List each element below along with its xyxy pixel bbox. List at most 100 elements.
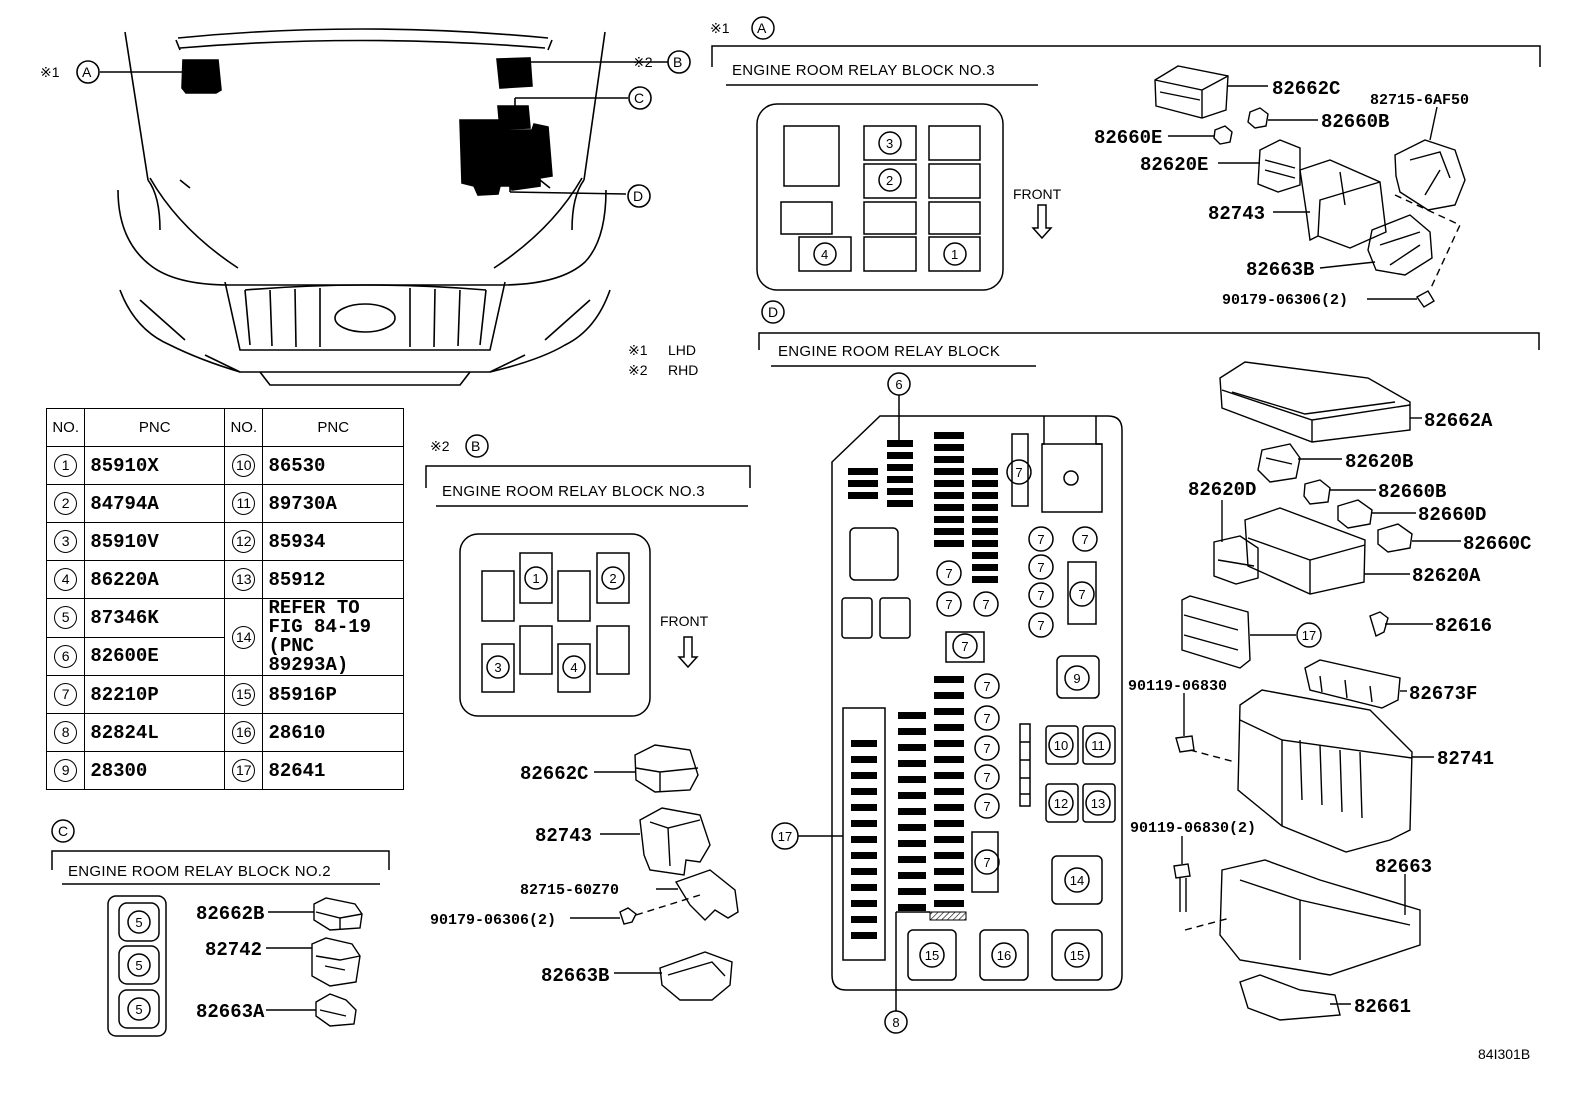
label-17-block: 17	[778, 829, 792, 844]
part-82660b-a: 82660B	[1321, 111, 1389, 133]
relay-pos-1-a: 1	[951, 247, 958, 262]
section-d-parts-illustration	[1173, 361, 1421, 1021]
section-a-title: ENGINE ROOM RELAY BLOCK NO.3	[732, 62, 995, 79]
label-7: 7	[1081, 532, 1088, 547]
pnc-value: 87346K	[84, 598, 226, 638]
relay-pos-5-c: 5	[135, 915, 142, 930]
part-82715-6af50: 82715-6AF50	[1370, 92, 1469, 109]
legend-rhd-mark: ※2	[628, 362, 648, 378]
label-12: 12	[1054, 796, 1068, 811]
pnc-value: 82210P	[84, 675, 226, 714]
label-7: 7	[983, 679, 990, 694]
callout-a-car-label: A	[82, 64, 92, 80]
table-header-no: NO.	[45, 408, 86, 447]
label-7: 7	[982, 597, 989, 612]
row-number: 2	[54, 492, 78, 515]
row-number: 17	[232, 759, 256, 782]
pnc-value: 84794A	[84, 484, 226, 523]
row-number: 16	[232, 721, 256, 744]
relay-pos-1-b: 1	[532, 571, 539, 586]
fuse-array	[848, 432, 998, 939]
reference-line-2: FIG 84-19	[268, 616, 372, 638]
label-7: 7	[983, 799, 990, 814]
part-82743-b: 82743	[535, 825, 592, 847]
table-header-row: NO. PNC NO. PNC	[45, 408, 404, 447]
row-number: 12	[232, 530, 256, 553]
pnc-value: 82824L	[84, 713, 226, 752]
table-row: 3 85910V 12 85934	[45, 522, 404, 561]
part-82660c: 82660C	[1463, 533, 1531, 555]
table-header-no: NO.	[224, 408, 264, 447]
table-row: 5 87346K 14 REFER TO FIG 84-19 (PNC 8929…	[45, 597, 404, 676]
row-number: 8	[54, 721, 78, 744]
reference-line-3: (PNC 89293A)	[268, 635, 349, 676]
relay-pos-5-c: 5	[135, 958, 142, 973]
pnc-value: 89730A	[262, 484, 404, 523]
relay-pos-3-b: 3	[494, 660, 501, 675]
table-row: 9 28300 17 82641	[45, 751, 404, 790]
legend-rhd-label: RHD	[668, 362, 698, 378]
part-82662c-a: 82662C	[1272, 78, 1340, 100]
callout-b-car-label: B	[673, 54, 682, 70]
part-82741: 82741	[1437, 748, 1494, 770]
label-7: 7	[1037, 588, 1044, 603]
legend-lhd-mark: ※1	[628, 342, 648, 358]
pnc-value: 82641	[262, 751, 404, 790]
label-10: 10	[1054, 738, 1068, 753]
part-82715-60z70: 82715-60Z70	[520, 882, 619, 899]
section-b-front-label: FRONT	[660, 613, 709, 629]
section-d-callout: D	[768, 304, 778, 320]
relay-block-b-location	[496, 57, 533, 89]
part-82660d: 82660D	[1418, 504, 1486, 526]
row-number: 10	[232, 454, 256, 477]
callout-c-car	[628, 86, 652, 110]
part-82663a: 82663A	[196, 1001, 265, 1023]
part-82662c-b: 82662C	[520, 763, 588, 785]
pnc-value: 82600E	[84, 636, 226, 676]
section-a-mark: ※1	[710, 20, 730, 36]
part-82660b-d: 82660B	[1378, 481, 1446, 503]
part-82663b-a: 82663B	[1246, 259, 1314, 281]
label-15: 15	[1070, 948, 1084, 963]
section-b-parts-illustration	[619, 744, 739, 1001]
label-9: 9	[1073, 671, 1080, 686]
pnc-table: NO. PNC NO. PNC 1 85910X 10 86530 2 8479…	[45, 408, 404, 790]
callout-d-car-label: D	[633, 188, 643, 204]
section-b-mark: ※2	[430, 438, 450, 454]
relay-pos-2-b: 2	[609, 571, 616, 586]
label-8: 8	[892, 1015, 899, 1030]
relay-block-d-location	[459, 119, 553, 196]
part-82620e: 82620E	[1140, 154, 1208, 176]
row-number: 4	[54, 568, 78, 591]
row-number: 13	[232, 568, 256, 591]
legend-lhd-label: LHD	[668, 342, 696, 358]
section-a-callout: A	[757, 20, 767, 36]
section-a-parts-illustration	[1154, 65, 1466, 308]
part-90119-06830: 90119-06830	[1128, 678, 1227, 695]
callout-d-car	[627, 184, 651, 208]
part-82661: 82661	[1354, 996, 1411, 1018]
part-90119-06830-2: 90119-06830(2)	[1130, 820, 1256, 837]
part-82620b: 82620B	[1345, 451, 1413, 473]
reference-line-1: REFER TO	[268, 597, 360, 619]
label-7: 7	[983, 770, 990, 785]
section-c-parts-illustration	[311, 897, 363, 1027]
label-16: 16	[997, 948, 1011, 963]
part-90179-06306-b: 90179-06306(2)	[430, 912, 556, 929]
label-15: 15	[925, 948, 939, 963]
vehicle-engine-bay-illustration	[117, 28, 611, 386]
table-row: 8 82824L 16 28610	[45, 713, 404, 752]
row-number: 11	[232, 492, 256, 515]
part-82663b-b: 82663B	[541, 965, 609, 987]
section-b-title: ENGINE ROOM RELAY BLOCK NO.3	[442, 483, 705, 500]
pnc-value: 28300	[84, 751, 226, 790]
part-90179-06306-a: 90179-06306(2)	[1222, 292, 1348, 309]
table-row: 4 86220A 13 85912	[45, 560, 404, 599]
row-number: 5	[54, 606, 78, 630]
relay-pos-3-a: 3	[886, 136, 893, 151]
label-7: 7	[983, 741, 990, 756]
relay-pos-5-c: 5	[135, 1002, 142, 1017]
part-82662a: 82662A	[1424, 410, 1493, 432]
engine-room-relay-block-layout	[831, 415, 1123, 991]
